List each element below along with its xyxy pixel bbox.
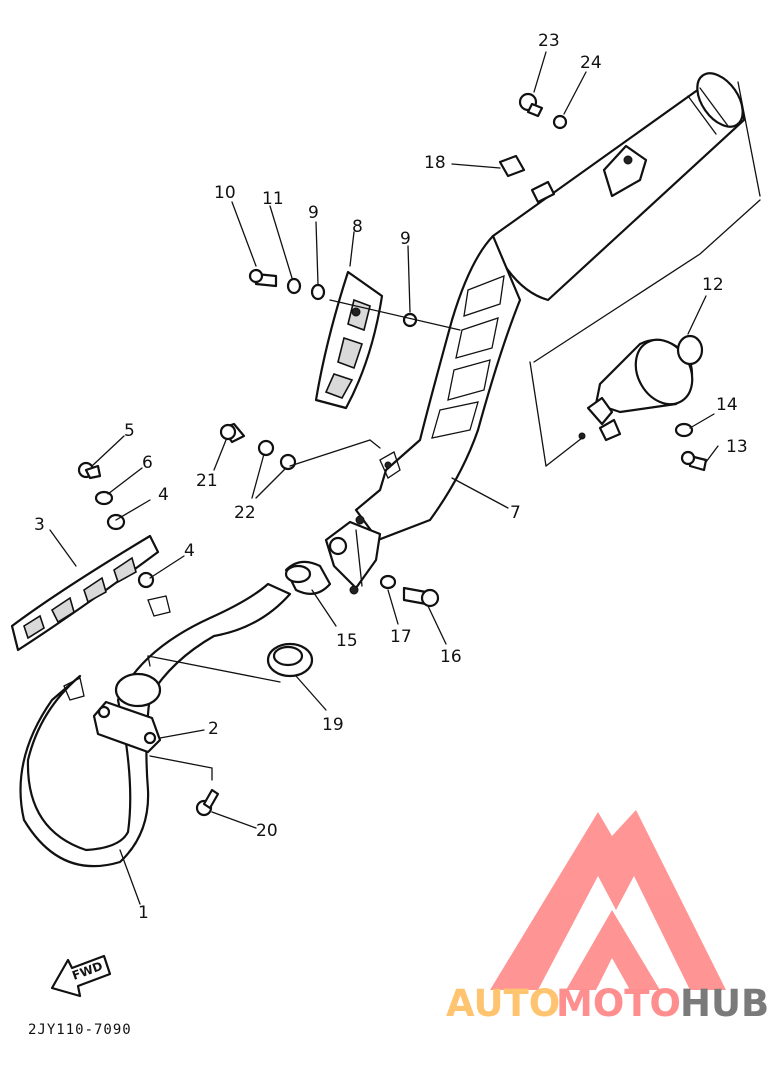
callout-17: 17 (390, 627, 412, 647)
washer-11[interactable] (286, 277, 302, 295)
bolt-23[interactable] (518, 92, 544, 118)
damper-18[interactable] (498, 154, 526, 178)
callout-5: 5 (124, 421, 135, 441)
bolt-16[interactable] (402, 586, 440, 608)
washer-6[interactable] (94, 490, 114, 506)
callout-8: 8 (352, 217, 363, 237)
callout-11: 11 (262, 189, 284, 209)
watermark-moto: MOTO (556, 982, 681, 1025)
fwd-arrow-icon: FWD (50, 954, 112, 998)
callout-19: 19 (322, 715, 344, 735)
washer-14[interactable] (674, 422, 694, 438)
muffler-heat-protector[interactable] (314, 270, 384, 410)
automotohub-logo (490, 810, 726, 990)
callout-23: 23 (538, 31, 560, 51)
bolt-5[interactable] (77, 461, 102, 480)
callout-20: 20 (256, 821, 278, 841)
gasket-15[interactable] (284, 560, 332, 595)
callout-6: 6 (142, 453, 153, 473)
watermark-hub: HUB (680, 982, 769, 1025)
callout-1: 1 (138, 903, 149, 923)
callout-10: 10 (214, 183, 236, 203)
washer-24[interactable] (552, 114, 568, 130)
muffler[interactable] (324, 65, 752, 595)
callout-7: 7 (510, 503, 521, 523)
callout-24: 24 (580, 53, 602, 73)
washer-9a[interactable] (310, 283, 326, 301)
callout-9b: 9 (400, 229, 411, 249)
bolt-21[interactable] (219, 422, 246, 444)
tail-pipe-end[interactable] (578, 330, 704, 442)
damper-4b[interactable] (137, 571, 155, 589)
callout-18: 18 (424, 153, 446, 173)
callout-13: 13 (726, 437, 748, 457)
callout-16: 16 (440, 647, 462, 667)
callout-2: 2 (208, 719, 219, 739)
callout-4a: 4 (158, 485, 169, 505)
watermark-auto: AUTO (446, 982, 560, 1025)
damper-4a[interactable] (106, 513, 126, 531)
callout-22: 22 (234, 503, 256, 523)
callout-21: 21 (196, 471, 218, 491)
bolt-20[interactable] (195, 788, 220, 817)
callout-12: 12 (702, 275, 724, 295)
callout-15: 15 (336, 631, 358, 651)
exhaust-pipe-heat-protector[interactable] (10, 534, 160, 652)
callout-9a: 9 (308, 203, 319, 223)
callout-14: 14 (716, 395, 738, 415)
callout-3: 3 (34, 515, 45, 535)
bolt-13[interactable] (680, 450, 708, 472)
washer-17[interactable] (379, 574, 397, 590)
exhaust-pipe[interactable] (19, 582, 292, 868)
callout-4b: 4 (184, 541, 195, 561)
gasket-19[interactable] (266, 642, 314, 678)
diagram-code: 2JY110-7090 (28, 1022, 132, 1038)
bolt-10[interactable] (248, 268, 278, 288)
